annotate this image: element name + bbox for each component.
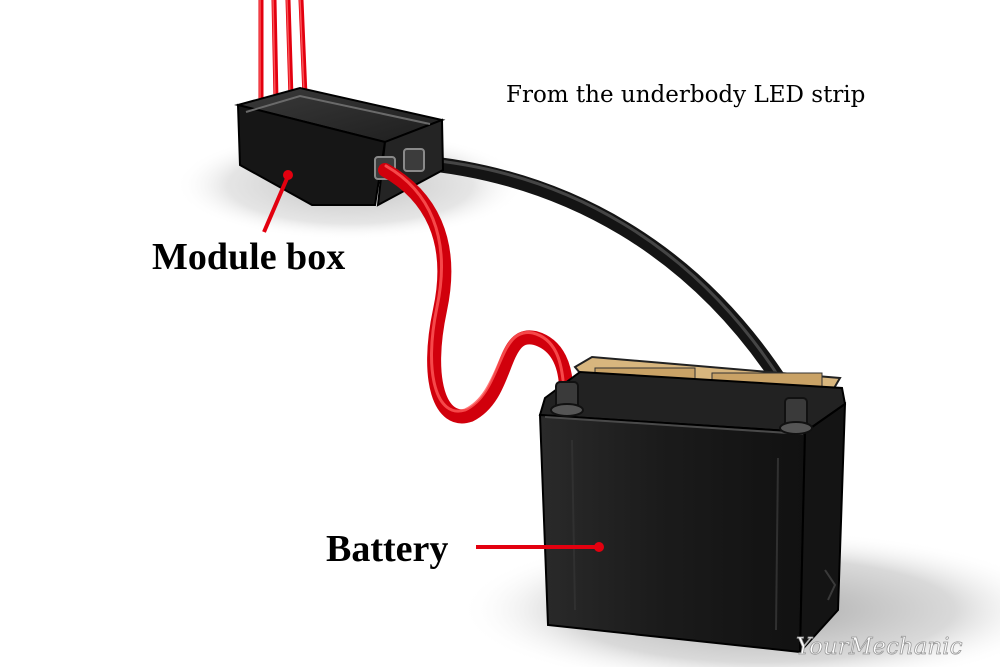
battery-label: Battery <box>326 528 449 570</box>
negative-terminal <box>779 397 813 435</box>
positive-terminal <box>550 381 584 417</box>
battery-leader <box>476 542 604 552</box>
car-battery-icon <box>538 355 847 655</box>
yourmechanic-logo: YourMechanic <box>796 634 963 661</box>
watermark-text: YourMechanic <box>796 634 963 660</box>
led-strip-source-label: From the underbody LED strip <box>506 82 866 108</box>
module-box-icon <box>234 86 446 207</box>
module-box-label: Module box <box>152 236 346 278</box>
black-ground-cable <box>407 154 803 413</box>
module-box-leader <box>262 170 293 233</box>
led-strip-wires <box>258 0 308 106</box>
